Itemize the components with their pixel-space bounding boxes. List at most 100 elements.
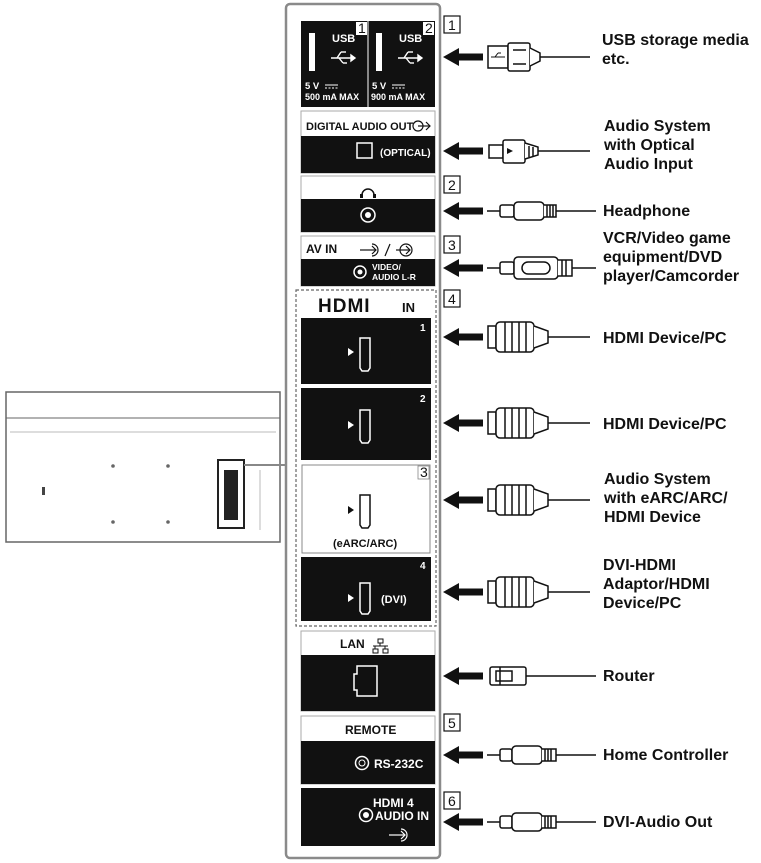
av-in-title: AV IN (306, 242, 337, 256)
hdmi-port-1 (301, 318, 431, 384)
hdmi1-index: 1 (420, 323, 426, 334)
device-label-dvi_audio: DVI-Audio Out (603, 814, 713, 831)
hdmi-connector-icon (359, 409, 371, 444)
device-label-line: Audio System (604, 118, 711, 135)
usb2-current: 900 mA MAX (371, 92, 425, 102)
usb2-voltage: 5 V (372, 81, 387, 92)
cable-hdmi-2 (487, 407, 590, 439)
section-badges: 1 2 3 4 5 6 (443, 15, 461, 810)
cable-headphone (487, 201, 596, 221)
remote-title: REMOTE (345, 723, 396, 737)
cable-hdmi-4 (487, 576, 590, 608)
rs232c-jack-icon (354, 755, 370, 771)
av-jack-icon (353, 265, 367, 279)
hdmi-plugs (487, 321, 590, 608)
input-arrow-icon (389, 828, 408, 842)
device-label-av: VCR/Video gameequipment/DVDplayer/Camcor… (603, 230, 739, 285)
device-label-router: Router (603, 668, 655, 685)
headphone-port (300, 175, 436, 233)
cable-av (487, 256, 596, 280)
hdmi-logo: HDMI (318, 296, 371, 317)
device-label-line: VCR/Video game (603, 230, 731, 247)
remote-sub: RS-232C (374, 757, 424, 771)
connection-arrow-6 (443, 414, 483, 432)
hdmi-connector-icon (359, 337, 371, 372)
usb1-title: USB (332, 33, 355, 45)
device-label-hdmi1: HDMI Device/PC (603, 330, 727, 347)
usb1-voltage: 5 V (305, 81, 320, 92)
section-badge-label: 5 (448, 715, 456, 731)
digital-audio-out-port: DIGITAL AUDIO OUT (OPTICAL) (300, 110, 436, 174)
connection-arrow-11 (443, 813, 483, 831)
digital-audio-title: DIGITAL AUDIO OUT (306, 121, 414, 133)
hdmi-connector-icon (359, 494, 371, 529)
connection-arrow-5 (443, 328, 483, 346)
hdmi-connector-icon (359, 582, 371, 615)
headphone-icon (361, 188, 375, 196)
cable-hdmi-1 (487, 321, 590, 353)
hdmi2-index: 2 (420, 394, 426, 405)
device-label-line: HDMI Device/PC (603, 330, 727, 347)
device-label-line: Adaptor/HDMI (603, 576, 710, 593)
connection-arrow-8 (443, 583, 483, 601)
usb1-index: 1 (358, 20, 366, 36)
cable-usb (487, 42, 590, 72)
device-label-line: HDMI Device/PC (603, 416, 727, 433)
device-label-line: DVI-HDMI (603, 557, 676, 574)
device-label-home: Home Controller (603, 747, 728, 764)
section-badge-6: 6 (443, 791, 461, 810)
usb1-current: 500 mA MAX (305, 92, 359, 102)
cable-optical (488, 139, 590, 164)
output-arrow-icon (412, 120, 431, 132)
hdmi-in-label: IN (402, 300, 415, 315)
device-label-line: equipment/DVD (603, 249, 722, 266)
connection-arrow-4 (443, 259, 483, 277)
usb2-title: USB (399, 33, 422, 45)
headphone-jack-icon (360, 207, 376, 223)
connection-arrow-7 (443, 491, 483, 509)
section-badge-5: 5 (443, 713, 461, 732)
connection-arrows (443, 48, 483, 831)
usb2-index: 2 (425, 20, 433, 36)
tv-rear-view (5, 391, 286, 543)
av-in-sub-1: VIDEO/ (372, 262, 401, 272)
connection-arrow-3 (443, 202, 483, 220)
device-label-line: Audio System (604, 471, 711, 488)
section-badge-label: 3 (448, 237, 456, 253)
hdmi3-index: 3 (420, 464, 428, 480)
device-label-line: Home Controller (603, 747, 728, 764)
hdmi-port-group: HDMI IN 1 2 3 (eARC/ARC) 4 (DVI) (295, 289, 437, 627)
usb-symbol-icon (398, 51, 424, 64)
connection-arrow-9 (443, 667, 483, 685)
cable-remote (487, 745, 596, 765)
section-badge-label: 4 (448, 291, 456, 307)
device-label-line: Audio Input (604, 156, 694, 173)
network-icon (372, 638, 389, 654)
hdmi4-audio-line2: AUDIO IN (375, 809, 429, 823)
section-badge-label: 6 (448, 793, 456, 809)
device-label-line: etc. (602, 51, 630, 68)
hdmi-port-3 (301, 464, 431, 554)
ethernet-jack-icon (353, 665, 378, 697)
usb-symbol-icon (331, 51, 357, 64)
cable-lan (489, 666, 596, 686)
device-label-headphone: Headphone (603, 203, 690, 220)
optical-jack-icon (356, 142, 373, 159)
usb-symbol-icon (491, 52, 505, 58)
hdmi-port-4 (301, 557, 431, 621)
usb-port-1: USB 5 V 500 mA MAX 1 (301, 20, 368, 107)
section-badge-label: 2 (448, 177, 456, 193)
cable-hdmi-3 (487, 484, 590, 516)
device-label-line: HDMI Device (604, 509, 701, 526)
av-in-sub-2: AUDIO L-R (372, 272, 416, 282)
device-label-hdmi2: HDMI Device/PC (603, 416, 727, 433)
remote-port: REMOTE RS-232C (300, 715, 436, 785)
digital-audio-sub: (OPTICAL) (380, 148, 431, 159)
lan-title: LAN (340, 637, 365, 651)
section-badge-1: 1 (443, 15, 461, 34)
